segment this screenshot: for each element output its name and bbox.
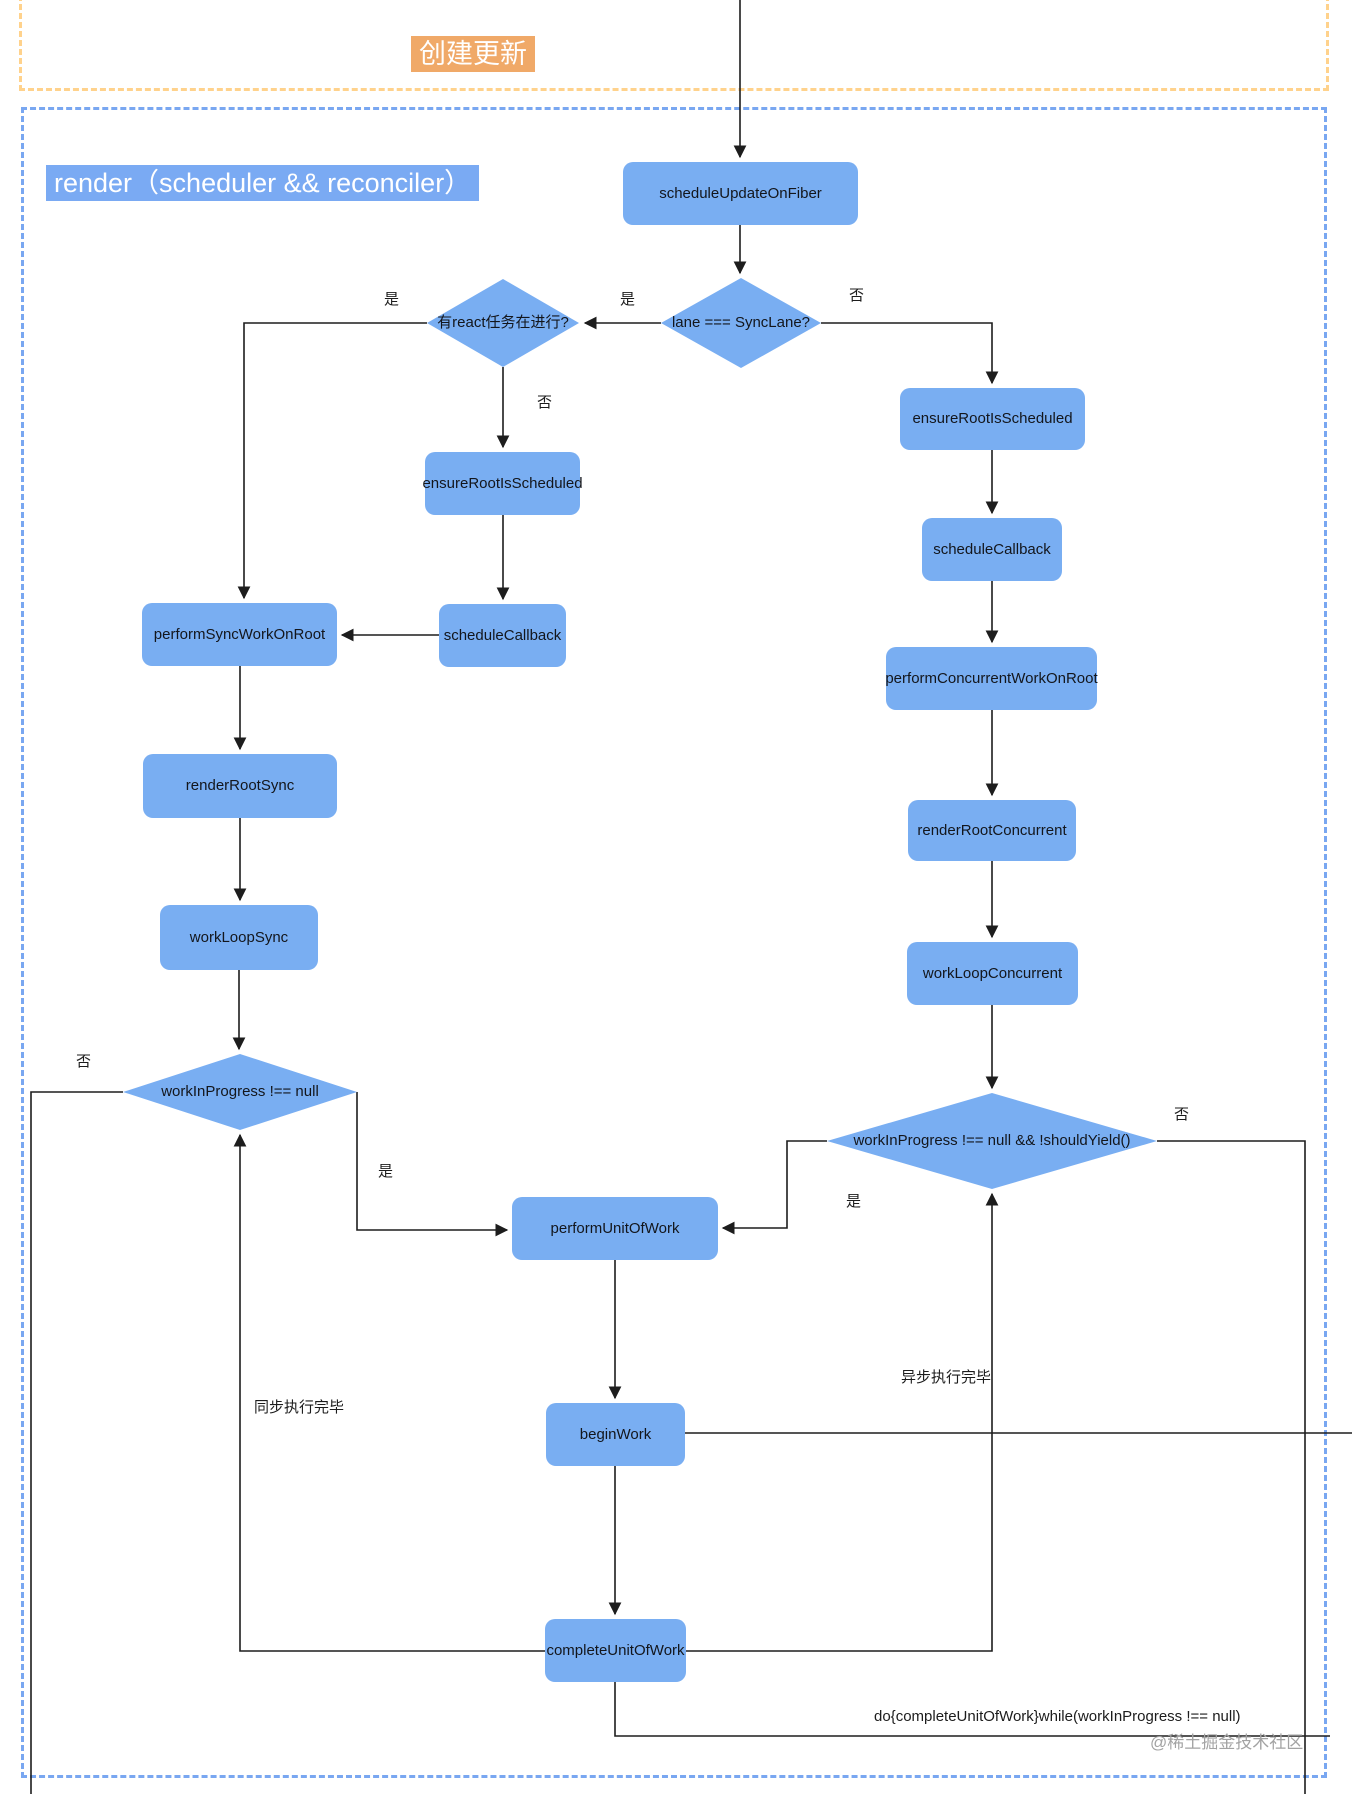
node-performConcurrentWorkOnRoot: performConcurrentWorkOnRoot: [885, 647, 1098, 710]
edge-label-yes-lane: 是: [620, 291, 636, 308]
edge-label-yes-yield: 是: [846, 1193, 862, 1210]
node-ensureRootIsScheduled-right: ensureRootIsScheduled: [900, 388, 1085, 450]
edge-yieldDecision-no-exit: [1157, 1140, 1306, 1794]
node-completeUnitOfWork: completeUnitOfWork: [545, 1619, 686, 1682]
edge-label-no-yield: 否: [1174, 1106, 1190, 1123]
node-workLoopSync: workLoopSync: [160, 905, 318, 970]
create-update-frame: [19, 0, 1329, 91]
node-renderRootSync: renderRootSync: [143, 754, 337, 818]
node-beginWork: beginWork: [546, 1403, 685, 1466]
node-performUnitOfWork: performUnitOfWork: [512, 1197, 718, 1260]
edge-completeUnitOfWork-loop-to-wipDecision: [233, 1133, 545, 1652]
phase-label-create-update: 创建更新: [411, 36, 535, 72]
edge-label-no-wip: 否: [76, 1053, 92, 1070]
edge-completeUnitOfWork-loop-to-yieldDecision: [686, 1192, 999, 1652]
edge-label-async-done: 异步执行完毕: [901, 1369, 992, 1386]
edge-label-no-lane: 否: [849, 287, 865, 304]
node-scheduleCallback-left: scheduleCallback: [439, 604, 566, 667]
phase-label-render: render（scheduler && reconciler）: [46, 165, 480, 201]
edge-taskDecision-yes-to-performSyncWorkOnRoot: [237, 322, 427, 600]
edge-label-no-task: 否: [537, 394, 553, 411]
edge-wipDecision-yes-to-performUnitOfWork: [356, 1092, 509, 1237]
edge-label-yes-wip: 是: [378, 1163, 394, 1180]
annotation-do-while: do{completeUnitOfWork}while(workInProgre…: [874, 1708, 1241, 1725]
edge-yieldDecision-yes-to-performUnitOfWork: [721, 1140, 827, 1235]
watermark: @稀土掘金技术社区: [1150, 1733, 1304, 1752]
render-phase-frame: [21, 107, 1327, 1778]
edge-wipDecision-no-exit: [30, 1091, 123, 1794]
node-scheduleCallback-right: scheduleCallback: [922, 518, 1062, 581]
node-renderRootConcurrent: renderRootConcurrent: [908, 800, 1076, 861]
edge-completeUnitOfWork-dowhile-bottom: [614, 1682, 1330, 1737]
edge-laneDecision-no-to-ensureRootIsScheduled: [821, 322, 999, 385]
node-workLoopConcurrent: workLoopConcurrent: [907, 942, 1078, 1005]
node-scheduleUpdateOnFiber: scheduleUpdateOnFiber: [623, 162, 858, 225]
edge-label-yes-task: 是: [384, 291, 400, 308]
node-ensureRootIsScheduled-left: ensureRootIsScheduled: [422, 452, 583, 515]
node-performSyncWorkOnRoot: performSyncWorkOnRoot: [142, 603, 337, 666]
edge-label-sync-done: 同步执行完毕: [254, 1399, 345, 1416]
